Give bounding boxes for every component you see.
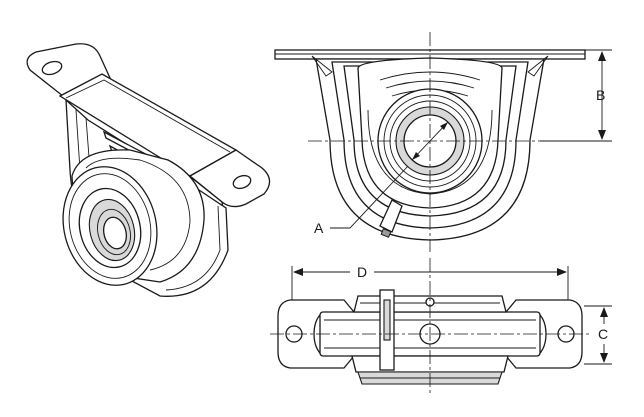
label-a: A (314, 220, 324, 236)
label-b: B (596, 87, 605, 103)
label-d: D (357, 264, 367, 280)
front-view (274, 32, 612, 252)
isometric-view (26, 43, 271, 297)
label-c: C (598, 326, 608, 342)
plan-view (270, 258, 612, 396)
